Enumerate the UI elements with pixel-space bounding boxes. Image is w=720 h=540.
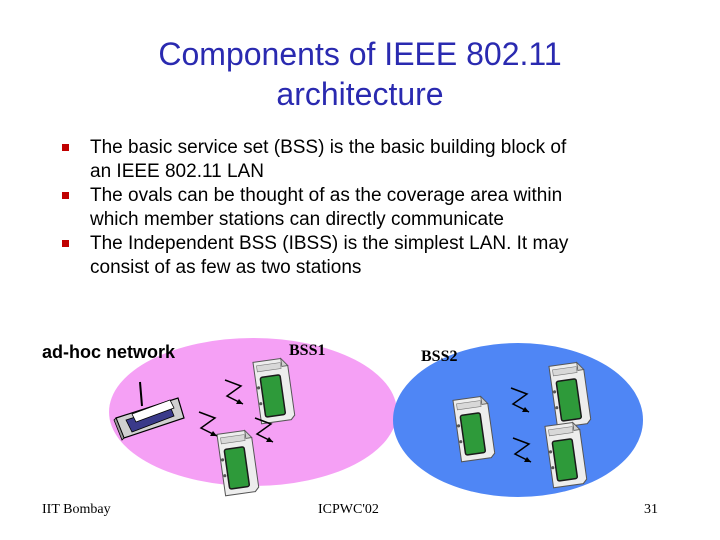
page-number: 31	[644, 502, 658, 517]
bullet-item: The ovals can be thought of as the cover…	[62, 184, 662, 232]
slide-title: Components of IEEE 802.11 architecture	[0, 34, 720, 114]
footer-institution: IIT Bombay	[42, 502, 111, 517]
footer-conference: ICPWC'02	[318, 502, 379, 517]
bss1-coverage-oval	[109, 338, 397, 486]
bullet-square-icon	[62, 192, 69, 199]
bss2-coverage-oval	[393, 343, 643, 497]
bullet-text-line: The ovals can be thought of as the cover…	[90, 185, 563, 206]
bullet-text-line: The basic service set (BSS) is the basic…	[90, 137, 567, 158]
bss1-label: BSS1	[289, 342, 326, 359]
bullet-item: The basic service set (BSS) is the basic…	[62, 136, 662, 184]
bullet-text-line: consist of as few as two stations	[90, 257, 362, 278]
bullet-list: The basic service set (BSS) is the basic…	[62, 136, 662, 280]
bss2-label: BSS2	[421, 348, 458, 365]
bullet-square-icon	[62, 240, 69, 247]
bullet-text-line: The Independent BSS (IBSS) is the simple…	[90, 233, 569, 254]
bullet-text-line: an IEEE 802.11 LAN	[90, 161, 264, 182]
slide-title-line1: Components of IEEE 802.11	[158, 36, 562, 72]
bullet-text-line: which member stations can directly commu…	[90, 209, 504, 230]
bullet-square-icon	[62, 144, 69, 151]
laptop-icon	[113, 381, 185, 441]
bullet-item: The Independent BSS (IBSS) is the simple…	[62, 232, 662, 280]
slide-title-line2: architecture	[276, 76, 444, 112]
adhoc-network-label: ad-hoc network	[42, 342, 176, 362]
